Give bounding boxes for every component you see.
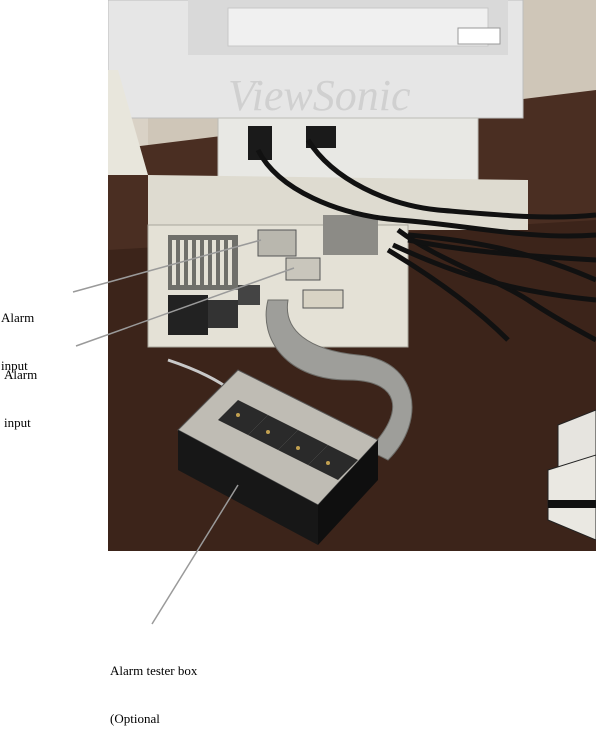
alarm-tester-box — [177, 369, 379, 545]
hardware-photo: ViewSonic — [108, 0, 596, 551]
hardware-photo-illustration: ViewSonic — [108, 0, 596, 551]
alarm-input-label-2-line1: Alarm — [4, 367, 38, 382]
monitor: ViewSonic — [108, 0, 524, 191]
cable-bundle — [255, 138, 596, 343]
alarm-input-label-1: Alarm input — [1, 278, 34, 390]
tester-box-label-line2: (Optional — [110, 711, 160, 726]
alarm-input-label-1-line2: input — [1, 358, 28, 373]
alarm-input-label-1-line1: Alarm — [1, 310, 35, 325]
monitor-brand-text: ViewSonic — [228, 71, 411, 120]
tester-box-label-line1: Alarm tester box — [110, 663, 198, 678]
stacked-boxes — [547, 409, 596, 541]
alarm-input-label-2: Alarm input — [4, 335, 37, 447]
tester-box-label: Alarm tester box (Optional — [110, 631, 197, 743]
alarm-input-label-2-line2: input — [4, 415, 31, 430]
